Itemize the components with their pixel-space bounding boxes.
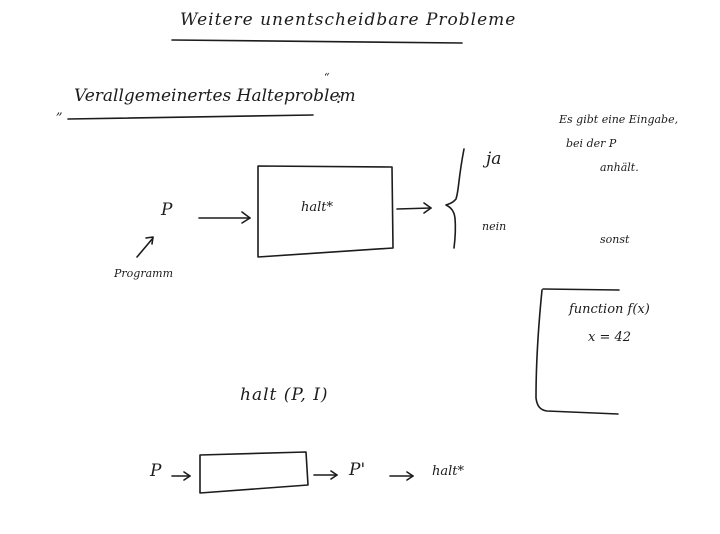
halt-star-box (257, 165, 394, 258)
program-caption: Programm (114, 267, 174, 280)
section-title: Verallgemeinertes Halteproblem (74, 86, 356, 106)
title-underline (171, 39, 463, 44)
yes-condition-line-2: bei der P (566, 137, 617, 150)
output-arrow-shaft (396, 207, 432, 210)
section-colon: : (336, 88, 342, 108)
caption-pointer-arrow (136, 237, 154, 258)
caption-pointer-head (145, 236, 154, 245)
program-input-label: P (161, 200, 173, 220)
yes-condition-line-1: Es gibt eine Eingabe, (559, 113, 679, 126)
bottom-box (199, 451, 309, 494)
output-no-label: nein (482, 220, 507, 233)
output-arrow-head (423, 202, 432, 214)
halt-expression: halt (P, I) (240, 385, 329, 405)
output-brace (445, 148, 465, 249)
code-box (535, 288, 620, 415)
input-arrow-head (241, 211, 251, 224)
page-title: Weitere unentscheidbare Probleme (180, 10, 517, 30)
code-line-function: function f(x) (569, 302, 650, 317)
output-yes-label: ja (486, 149, 502, 169)
yes-condition-line-3: anhält. (600, 161, 639, 174)
bottom-target-label: halt* (432, 464, 465, 479)
section-underline (67, 114, 314, 120)
bottom-output-label: P' (349, 460, 366, 480)
bottom-arrow-1-head (183, 471, 191, 481)
bottom-input-label: P (150, 461, 162, 481)
bottom-arrow-2-head (330, 470, 338, 480)
bottom-arrow-3-head (406, 471, 414, 481)
no-condition-label: sonst (600, 233, 630, 246)
section-close-quote: “ (324, 71, 330, 84)
halt-star-label: halt* (301, 200, 334, 215)
section-open-quote: „ (56, 103, 63, 118)
code-line-assignment: x = 42 (588, 330, 632, 345)
